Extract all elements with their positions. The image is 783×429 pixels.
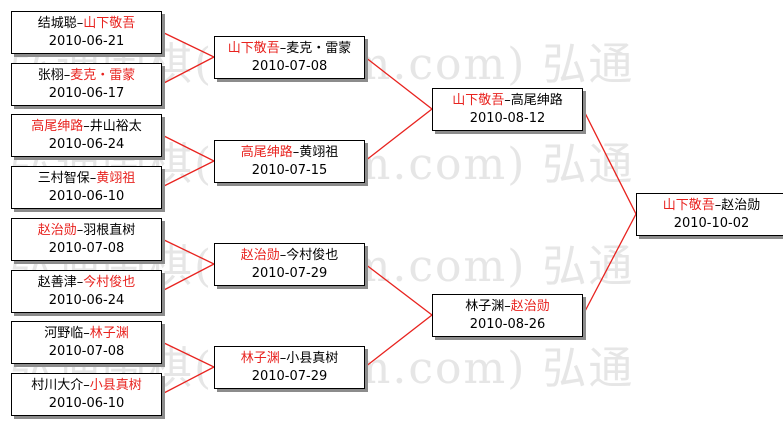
match-date: 2010-07-15 <box>251 162 328 178</box>
separator: – <box>76 274 84 290</box>
match-players: 山下敬吾–高尾绅路 <box>452 92 563 110</box>
match-date: 2010-06-21 <box>48 33 125 49</box>
match-date: 2010-08-12 <box>469 110 546 126</box>
match-players: 河野临–林子渊 <box>44 325 129 343</box>
player-name: 赵治勋 <box>37 222 77 238</box>
player-name: 高尾绅路 <box>31 118 84 134</box>
player-name: 小县真树 <box>286 350 339 366</box>
match-date: 2010-07-08 <box>48 343 125 359</box>
match-date: 2010-08-26 <box>469 316 546 332</box>
connector-line <box>364 263 434 368</box>
separator: – <box>504 298 511 314</box>
match-players: 高尾绅路–黄翊祖 <box>241 144 339 162</box>
match-date: 2010-07-08 <box>48 240 125 256</box>
match-date: 2010-06-17 <box>48 85 125 101</box>
player-name: 林子渊 <box>465 298 505 314</box>
player-name: 山下敬吾 <box>83 15 136 31</box>
match-date: 2010-07-08 <box>251 58 328 74</box>
player-name: 黄翊祖 <box>299 144 339 160</box>
match-box: 三村智保–黄翊祖 2010-06-10 <box>11 166 162 209</box>
match-box: 赵治勋–羽根直树 2010-07-08 <box>11 218 162 261</box>
player-name: 高尾绅路 <box>510 92 563 108</box>
player-name: 林子渊 <box>89 325 129 341</box>
player-name: 三村智保 <box>37 170 90 186</box>
match-box: 林子渊–小县真树 2010-07-29 <box>214 346 365 389</box>
match-players: 山下敬吾–赵治勋 <box>663 197 761 215</box>
separator: – <box>714 197 722 213</box>
separator: – <box>76 222 84 238</box>
match-players: 林子渊–小县真树 <box>241 350 339 368</box>
connector-line <box>161 31 216 85</box>
player-name: 高尾绅路 <box>240 144 293 160</box>
player-name: 井山裕太 <box>89 118 142 134</box>
match-box: 结城聪–山下敬吾 2010-06-21 <box>11 11 162 54</box>
match-players: 赵治勋–今村俊也 <box>241 247 339 265</box>
match-date: 2010-07-29 <box>251 368 328 384</box>
player-name: 赵治勋 <box>240 247 280 263</box>
match-box: 高尾绅路–黄翊祖 2010-07-15 <box>214 140 365 183</box>
match-date: 2010-06-10 <box>48 395 125 411</box>
separator: – <box>83 325 90 341</box>
match-date: 2010-07-29 <box>251 265 328 281</box>
player-name: 河野临 <box>44 325 84 341</box>
player-name: 麦克・雷蒙 <box>286 40 352 56</box>
match-box: 山下敬吾–赵治勋 2010-10-02 <box>636 193 783 236</box>
player-name: 山下敬吾 <box>662 197 715 213</box>
separator: – <box>83 377 90 393</box>
match-box: 赵治勋–今村俊也 2010-07-29 <box>214 243 365 286</box>
connector-line <box>582 108 637 316</box>
player-name: 张栩 <box>37 67 64 83</box>
match-date: 2010-06-10 <box>48 188 125 204</box>
separator: – <box>279 247 287 263</box>
player-name: 赵善津 <box>37 274 77 290</box>
separator: – <box>504 92 511 108</box>
match-date: 2010-10-02 <box>673 215 750 231</box>
player-name: 羽根直树 <box>83 222 136 238</box>
match-box: 村川大介–小县真树 2010-06-10 <box>11 373 162 416</box>
match-date: 2010-06-24 <box>48 292 125 308</box>
separator: – <box>83 118 90 134</box>
match-box: 张栩–麦克・雷蒙 2010-06-17 <box>11 63 162 106</box>
match-players: 林子渊–赵治勋 <box>465 298 550 316</box>
connector-line <box>161 134 216 188</box>
player-name: 今村俊也 <box>83 274 136 290</box>
player-name: 山下敬吾 <box>452 92 505 108</box>
connector-line <box>364 56 434 162</box>
separator: – <box>89 170 97 186</box>
match-players: 三村智保–黄翊祖 <box>38 170 136 188</box>
player-name: 黄翊祖 <box>96 170 136 186</box>
match-players: 结城聪–山下敬吾 <box>38 15 136 33</box>
match-players: 赵善津–今村俊也 <box>38 274 136 292</box>
player-name: 结城聪 <box>37 15 77 31</box>
player-name: 林子渊 <box>240 350 280 366</box>
match-players: 高尾绅路–井山裕太 <box>31 118 142 136</box>
match-date: 2010-06-24 <box>48 136 125 152</box>
connector-line <box>161 238 216 292</box>
player-name: 赵治勋 <box>721 197 761 213</box>
separator: – <box>292 144 300 160</box>
match-box: 赵善津–今村俊也 2010-06-24 <box>11 270 162 313</box>
separator: – <box>63 67 71 83</box>
separator: – <box>76 15 84 31</box>
match-players: 村川大介–小县真树 <box>31 377 142 395</box>
match-box: 山下敬吾–麦克・雷蒙 2010-07-08 <box>214 36 365 79</box>
match-box: 山下敬吾–高尾绅路 2010-08-12 <box>432 88 583 131</box>
separator: – <box>279 40 287 56</box>
player-name: 麦克・雷蒙 <box>70 67 136 83</box>
separator: – <box>279 350 287 366</box>
player-name: 今村俊也 <box>286 247 339 263</box>
match-box: 河野临–林子渊 2010-07-08 <box>11 321 162 364</box>
match-box: 林子渊–赵治勋 2010-08-26 <box>432 294 583 337</box>
player-name: 山下敬吾 <box>227 40 280 56</box>
player-name: 村川大介 <box>31 377 84 393</box>
connector-line <box>161 341 216 395</box>
match-box: 高尾绅路–井山裕太 2010-06-24 <box>11 114 162 157</box>
match-players: 赵治勋–羽根直树 <box>38 222 136 240</box>
match-players: 张栩–麦克・雷蒙 <box>38 67 136 85</box>
player-name: 赵治勋 <box>510 298 550 314</box>
match-players: 山下敬吾–麦克・雷蒙 <box>228 40 352 58</box>
player-name: 小县真树 <box>89 377 142 393</box>
